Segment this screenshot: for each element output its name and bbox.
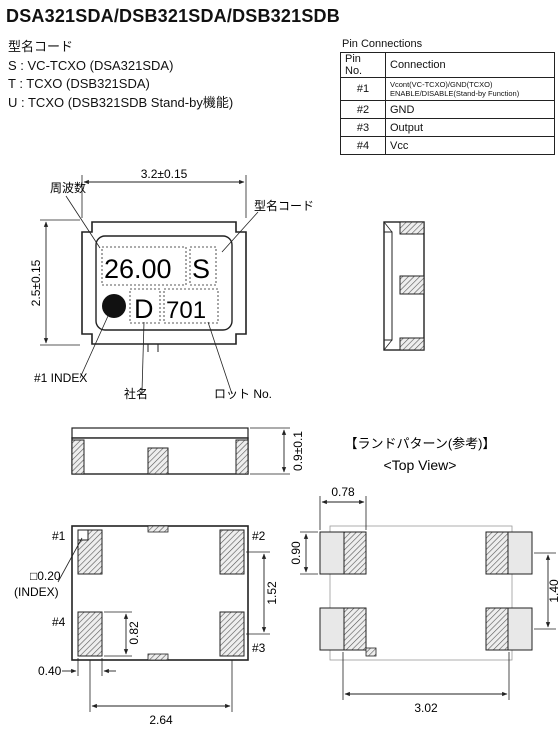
type-code-line-t: T : TCXO (DSB321SDA) bbox=[8, 76, 150, 91]
width-dimension-label: 3.2±0.15 bbox=[141, 167, 188, 181]
bottom-view bbox=[57, 525, 270, 712]
pitch-horizontal-label: 2.64 bbox=[149, 713, 173, 727]
index-label: #1 INDEX bbox=[34, 371, 87, 385]
lot-label: ロット No. bbox=[214, 387, 272, 401]
pin-label-4: #4 bbox=[52, 615, 66, 629]
pin-connections-caption: Pin Connections bbox=[342, 38, 423, 50]
connection-line: ENABLE/DISABLE(Stand-by Function) bbox=[390, 89, 520, 98]
type-code-line-s: S : VC-TCXO (DSA321SDA) bbox=[8, 57, 174, 73]
index-size-label: □0.20 bbox=[30, 569, 61, 583]
index-text-label: (INDEX) bbox=[14, 585, 59, 599]
land-pitch-horizontal-label: 3.02 bbox=[414, 701, 438, 715]
pitch-vertical-label: 1.52 bbox=[265, 581, 279, 605]
connection-header: Connection bbox=[385, 52, 555, 78]
pin-no-header: Pin No. bbox=[340, 52, 386, 78]
pin-cell: #2 bbox=[340, 100, 386, 119]
thickness-dimension-label: 0.9±0.1 bbox=[291, 431, 305, 471]
connection-cell: Vcc bbox=[385, 136, 555, 155]
land-pad-width-label: 0.78 bbox=[331, 485, 355, 499]
marking-type-code: S bbox=[192, 254, 210, 284]
marking-company: D bbox=[134, 294, 154, 324]
land-pad-height-label: 0.90 bbox=[289, 541, 303, 565]
pin-label-3: #3 bbox=[252, 641, 266, 655]
pin-connections-table: Pin No. Connection #1 Vcont(VC-TCXO)/GND… bbox=[340, 52, 555, 155]
type-code-label: 型名コード bbox=[254, 198, 314, 213]
marking-frequency: 26.00 bbox=[104, 254, 172, 284]
land-pattern-diagram bbox=[300, 496, 556, 700]
type-code-line-u: U : TCXO (DSB321SDB Stand-by機能) bbox=[8, 94, 234, 110]
height-dimension-label: 2.5±0.15 bbox=[29, 259, 43, 306]
side-view-right bbox=[383, 221, 425, 351]
top-view-package bbox=[40, 175, 259, 395]
type-code-legend: 型名コード S : VC-TCXO (DSA321SDA) T : TCXO (… bbox=[8, 38, 233, 112]
table-row: #4 Vcc bbox=[340, 136, 555, 155]
type-code-heading: 型名コード bbox=[8, 39, 74, 54]
side-view-front bbox=[71, 427, 290, 475]
marking-lot: 701 bbox=[166, 297, 206, 324]
table-header-row: Pin No. Connection bbox=[340, 52, 555, 78]
pin-cell: #4 bbox=[340, 136, 386, 155]
pad-width-label: 0.40 bbox=[38, 664, 62, 678]
pad-height-label: 0.82 bbox=[127, 621, 141, 645]
land-pattern-title: 【ランドパターン(参考)】 bbox=[344, 436, 495, 451]
table-row: #2 GND bbox=[340, 100, 555, 119]
land-pattern-subtitle: <Top View> bbox=[384, 457, 457, 473]
pin-label-1: #1 bbox=[52, 529, 66, 543]
connection-line: Vcont(VC-TCXO)/GND(TCXO) bbox=[390, 80, 493, 89]
page-title: DSA321SDA/DSB321SDA/DSB321SDB bbox=[6, 6, 340, 26]
land-pitch-vertical-label: 1.40 bbox=[547, 579, 560, 603]
company-label: 社名 bbox=[124, 386, 148, 401]
pin-label-2: #2 bbox=[252, 529, 266, 543]
frequency-label: 周波数 bbox=[50, 180, 86, 195]
